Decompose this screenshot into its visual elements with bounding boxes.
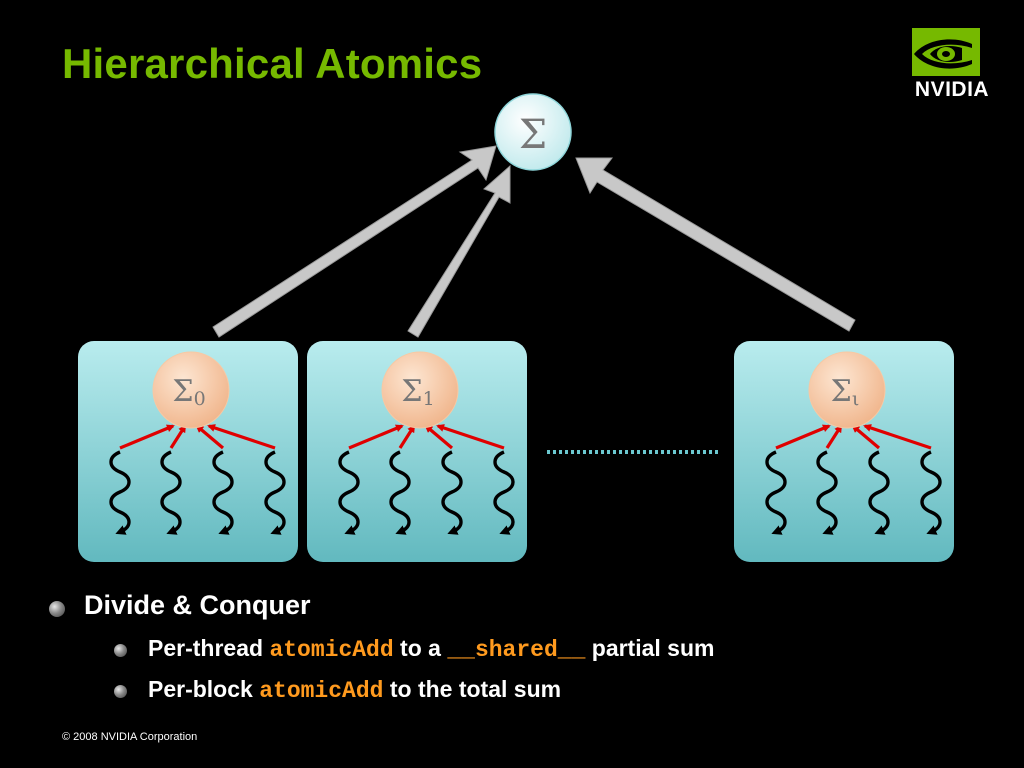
thread-atomic-arrow (436, 424, 505, 450)
bullet-per-thread: Per-thread atomicAdd to a __shared__ par… (148, 635, 715, 663)
thread-wave (493, 450, 515, 535)
bullet-divide-conquer: Divide & Conquer (84, 590, 311, 620)
code-atomicadd: atomicAdd (269, 637, 394, 663)
thread-atomic-arrow (863, 424, 932, 450)
thread-atomic-arrow (169, 424, 187, 449)
bullet-dot (49, 601, 65, 617)
bullet-dot (114, 644, 127, 657)
bullet-per-block: Per-block atomicAdd to the total sum (148, 676, 562, 704)
nvidia-wordmark: NVIDIA (914, 78, 990, 101)
thread-wave (816, 450, 838, 535)
thread-atomic-arrow (119, 424, 175, 450)
sigma-symbol: Σ (831, 374, 852, 409)
partial-sum-label: Σ1 (401, 374, 434, 410)
total-sum-label: Σ (519, 112, 547, 158)
thread-atomic-arrow (398, 424, 416, 449)
thread-wave (212, 450, 234, 535)
thread-atomic-arrow (207, 424, 276, 450)
thread-atomic-arrow (825, 424, 843, 449)
total-sum-node (494, 93, 572, 171)
nvidia-eye-icon (912, 28, 980, 76)
block-to-total-arrows (212, 145, 856, 338)
thread-block-1: Σ1 (307, 341, 527, 562)
arrow-block1-total (407, 164, 511, 338)
block-box (307, 341, 527, 562)
thread-atomic-arrow (851, 424, 881, 450)
thread-wave (160, 450, 182, 535)
thread-wave (109, 450, 131, 535)
thread-wave (868, 450, 890, 535)
copyright: © 2008 NVIDIA Corporation (62, 731, 198, 743)
code-shared: __shared__ (447, 637, 586, 663)
thread-atomic-arrow (348, 424, 404, 450)
thread-wave (920, 450, 942, 535)
code-atomicadd: atomicAdd (259, 678, 384, 704)
sigma-subscript: 1 (423, 388, 435, 410)
partial-sum-label: Σι (831, 374, 860, 410)
partial-sum-node (808, 351, 886, 429)
sigma-symbol: Σ (172, 374, 193, 409)
partial-sum-node (381, 351, 459, 429)
partial-sum-node (152, 351, 230, 429)
thread-atomic-arrow (775, 424, 831, 450)
thread-wave (441, 450, 463, 535)
partial-sum-label: Σ0 (172, 374, 205, 410)
thread-block-0: Σ0 (78, 341, 298, 562)
arrow-block0-total (212, 145, 497, 338)
slide-title: Hierarchical Atomics (62, 40, 483, 87)
thread-wave (389, 450, 411, 535)
thread-wave (765, 450, 787, 535)
thread-atomic-arrow (195, 424, 225, 450)
sigma-subscript: 0 (194, 388, 206, 410)
thread-atomic-arrow (424, 424, 454, 450)
thread-wave (264, 450, 286, 535)
nvidia-logo: NVIDIA (902, 26, 1002, 104)
block-box (734, 341, 954, 562)
block-box (78, 341, 298, 562)
thread-wave (338, 450, 360, 535)
arrow-blockN-total (575, 157, 856, 332)
sigma-subscript: ι (852, 388, 859, 410)
bullet-dot (114, 685, 127, 698)
sigma-symbol: Σ (401, 374, 422, 409)
thread-block-2: Σι (734, 341, 954, 562)
